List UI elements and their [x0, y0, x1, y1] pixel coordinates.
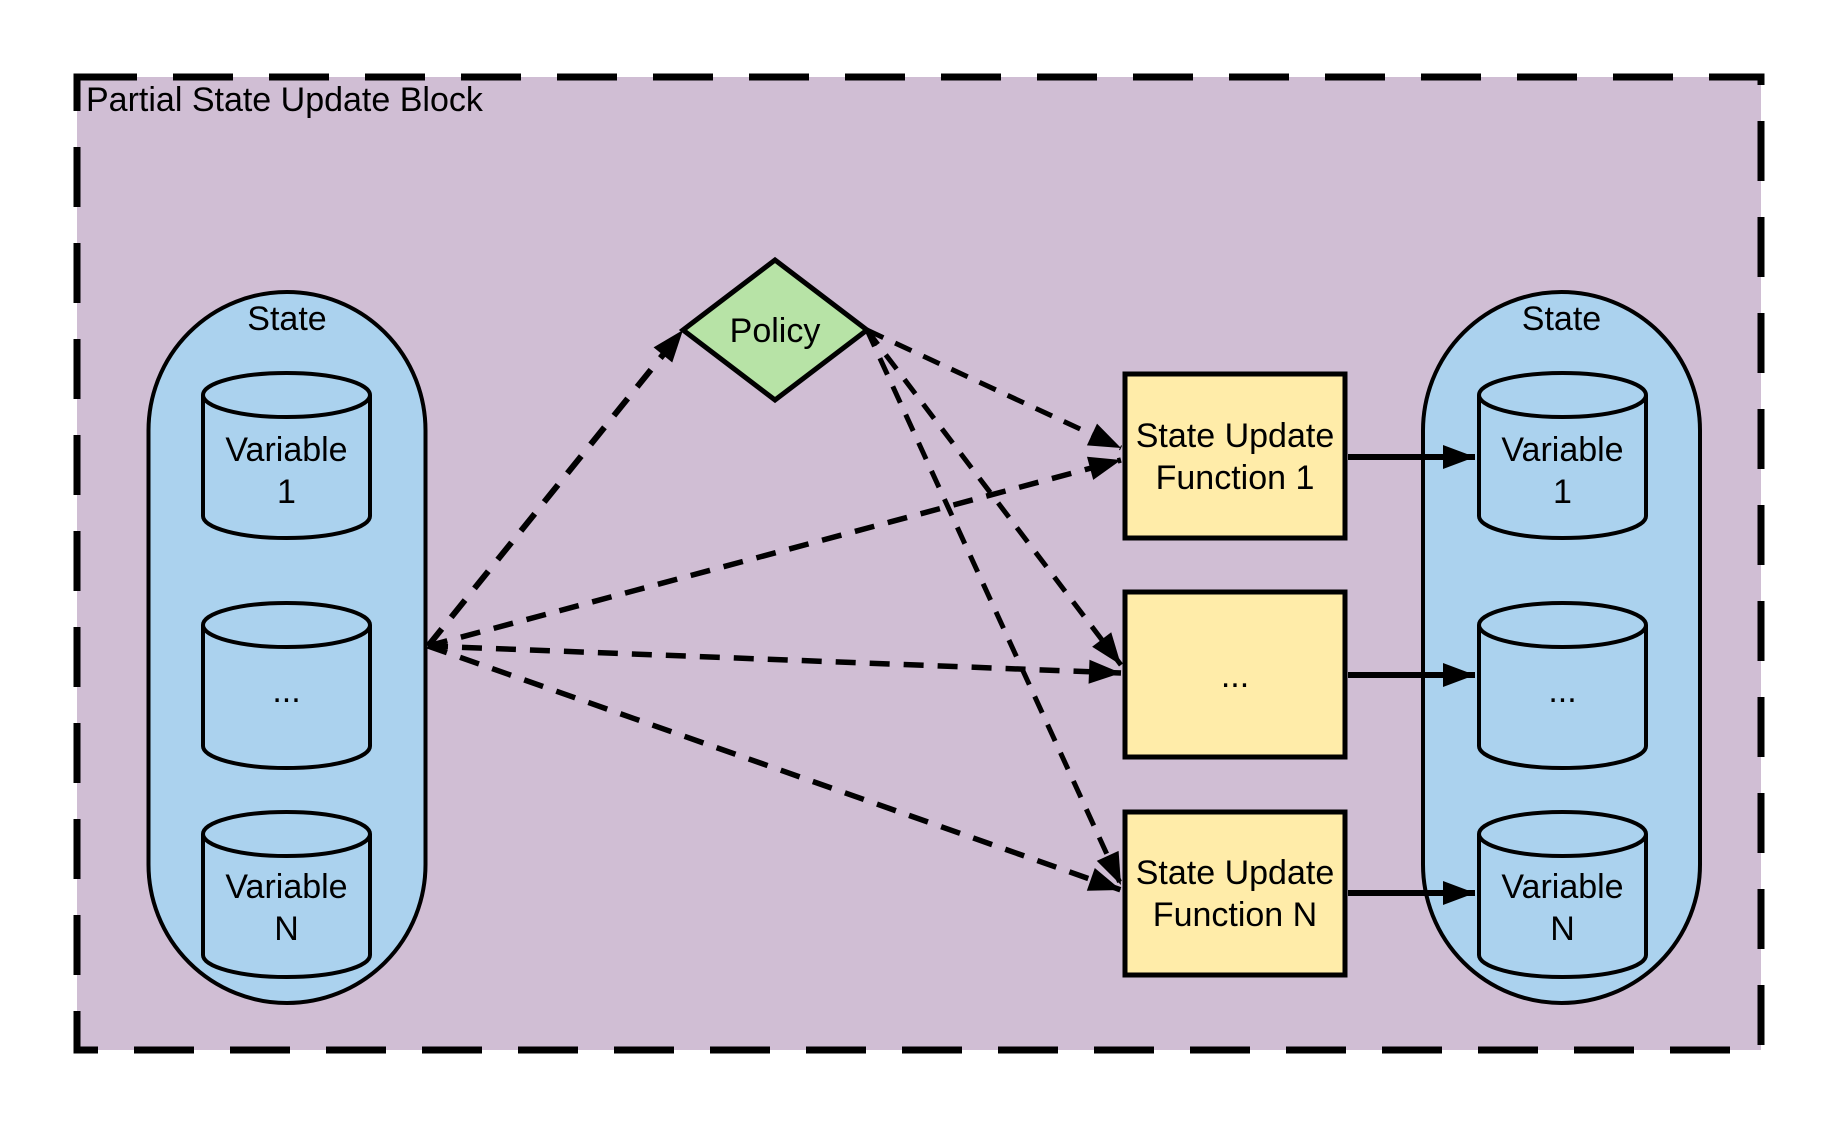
function-n-label-line1: State Update — [1136, 854, 1334, 892]
right-variable-n-cylinder: Variable N — [1477, 810, 1648, 979]
policy-label: Policy — [730, 312, 821, 350]
left-variable-1-label-line2: 1 — [277, 473, 296, 511]
left-variable-n-cylinder: Variable N — [201, 810, 372, 979]
dashed-arrows-from-policy — [864, 327, 1124, 887]
arrow-state-to-function-1 — [427, 456, 1122, 649]
cylinder-top-rim — [1477, 624, 1648, 649]
state-update-function-n-box: State Update Function N — [1122, 809, 1348, 978]
right-state-container: State Variable 1 ... Variable N — [1421, 290, 1702, 1005]
solid-arrows-to-right-state — [1348, 445, 1475, 905]
left-variable-dots-label: ... — [272, 672, 300, 710]
arrow-policy-to-function-dots — [865, 328, 1123, 667]
left-state-label: State — [247, 300, 326, 338]
function-dots-label: ... — [1221, 657, 1249, 695]
cylinder-top-rim — [1477, 394, 1648, 419]
function-1-label-line2: Function 1 — [1156, 459, 1315, 497]
right-variable-1-cylinder: Variable 1 — [1477, 371, 1648, 540]
left-variable-n-label-line2: N — [274, 910, 299, 948]
cylinder-top-rim — [201, 624, 372, 649]
right-variable-dots-cylinder: ... — [1477, 601, 1648, 770]
state-update-function-1-box: State Update Function 1 — [1122, 371, 1348, 541]
left-variable-dots-cylinder: ... — [201, 601, 372, 770]
function-dots-shape — [1122, 589, 1348, 760]
function-1-shape — [1122, 371, 1348, 541]
policy-diamond — [678, 256, 872, 404]
right-state-label: State — [1522, 300, 1601, 338]
function-n-shape — [1122, 809, 1348, 978]
left-variable-n-label-line1: Variable — [225, 868, 347, 906]
arrow-policy-to-function-1 — [865, 327, 1123, 451]
right-variable-n-label-line1: Variable — [1501, 868, 1623, 906]
arrow-state-to-policy — [425, 328, 686, 648]
cylinder-top-rim — [201, 833, 372, 858]
function-n-label-line2: Function N — [1153, 896, 1317, 934]
arrow-state-to-function-n — [427, 643, 1122, 893]
left-variable-1-label-line1: Variable — [225, 431, 347, 469]
right-variable-dots-label: ... — [1548, 672, 1576, 710]
policy-node: Policy — [678, 256, 872, 404]
right-variable-n-label-line2: N — [1550, 910, 1575, 948]
left-state-container: State Variable 1 ... Variable N — [146, 290, 428, 1005]
block-title: Partial State Update Block — [86, 81, 484, 119]
right-variable-1-label-line2: 1 — [1553, 473, 1572, 511]
state-update-function-dots-box: ... — [1122, 589, 1348, 760]
function-1-label-line1: State Update — [1136, 417, 1334, 455]
function-boxes: State Update Function 1 ... State Update… — [1122, 371, 1348, 978]
right-variable-1-label-line1: Variable — [1501, 431, 1623, 469]
cylinder-top-rim — [1477, 833, 1648, 858]
cylinder-top-rim — [201, 394, 372, 419]
arrow-policy-to-function-n — [864, 328, 1124, 887]
arrow-state-to-function-dots — [427, 643, 1122, 684]
dashed-arrows-from-state — [425, 328, 1122, 893]
left-variable-1-cylinder: Variable 1 — [201, 371, 372, 540]
